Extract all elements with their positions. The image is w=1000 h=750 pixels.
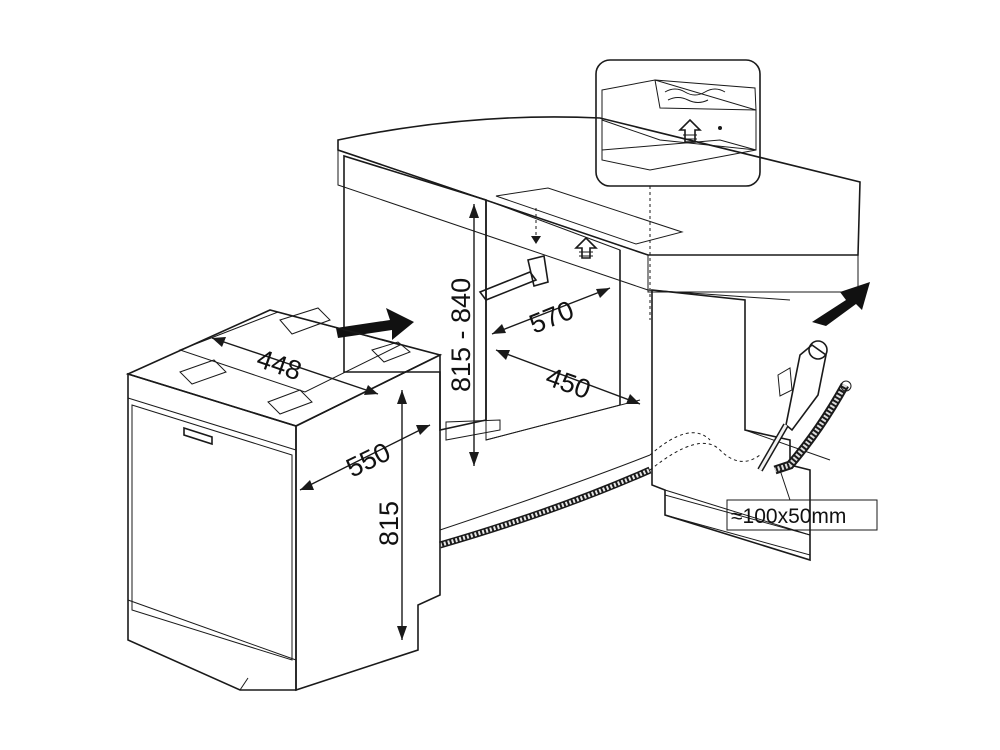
dim-815: 815 (374, 390, 407, 640)
detail-inset (595, 59, 761, 320)
label-550: 550 (341, 437, 395, 484)
left-cabinet (343, 154, 501, 441)
counter-top (337, 116, 861, 301)
label-448: 448 (253, 343, 305, 386)
label-815: 815 (374, 501, 404, 546)
dim-570: 570 (491, 287, 611, 340)
dim-448: 448 (211, 337, 379, 395)
right-cabinet (651, 289, 831, 562)
lift-arrow-icon (812, 282, 870, 326)
niche-back (485, 199, 641, 441)
dim-550: 550 (299, 424, 431, 491)
drain-hose (439, 432, 761, 549)
dim-815-840: 815 - 840 (446, 204, 479, 466)
label-570: 570 (525, 295, 578, 340)
water-tap (757, 340, 852, 475)
insert-arrow-icon (336, 308, 414, 340)
up-arrow-small-icon (574, 236, 598, 259)
label-450: 450 (542, 361, 595, 405)
dishwasher (125, 307, 443, 692)
fixing-bracket (478, 255, 549, 301)
label-cutout: ≈100x50mm (731, 505, 846, 528)
cutout-callout: ≈100x50mm (726, 469, 878, 531)
label-815-840: 815 - 840 (446, 278, 476, 392)
vapour-strip (495, 187, 684, 245)
dim-450: 450 (495, 349, 641, 405)
